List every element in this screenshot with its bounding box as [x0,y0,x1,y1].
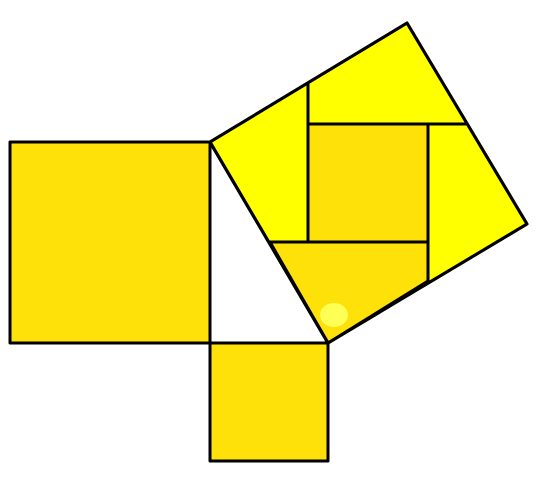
hypotenuse-inner-square [306,122,430,244]
small-leg-square [208,341,330,463]
right-triangle-outline [208,140,330,345]
large-leg-square [8,140,212,345]
highlight-dot [320,303,348,327]
